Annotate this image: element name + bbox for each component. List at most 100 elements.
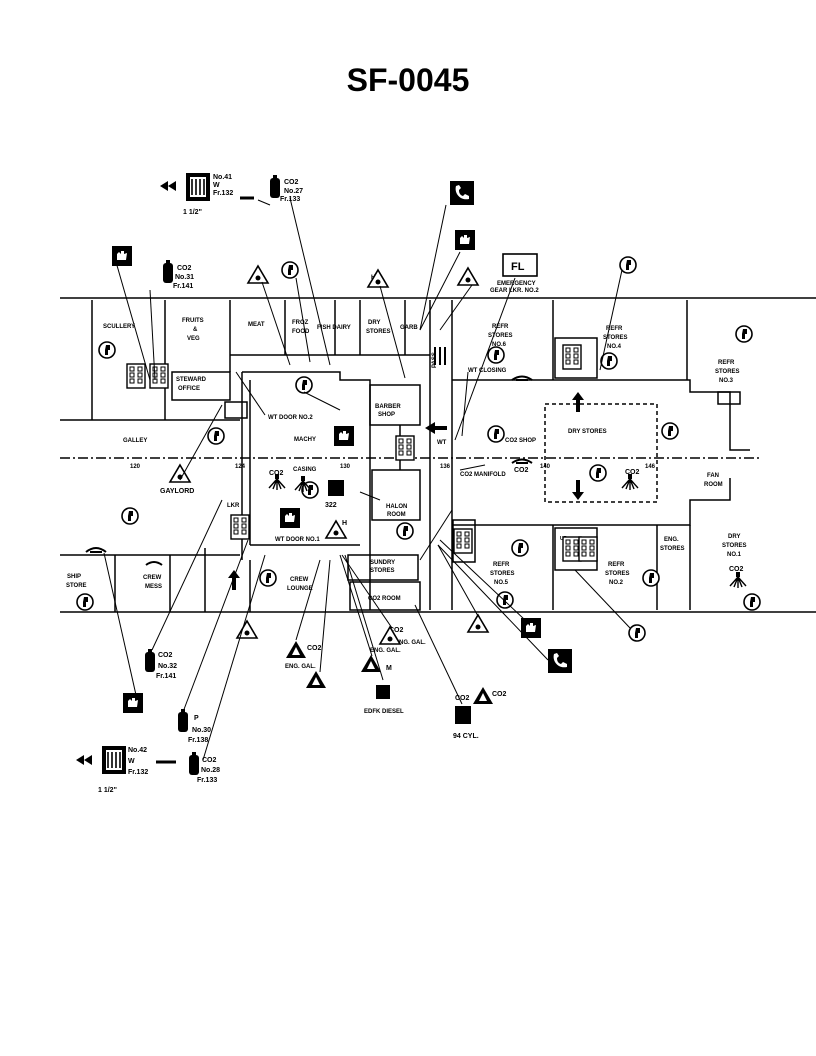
co2-label-f: CO2	[492, 691, 507, 698]
smoke-detector-icon	[496, 591, 514, 609]
fire-alarm-icon	[334, 426, 354, 446]
fire-alarm-icon	[112, 246, 132, 266]
nozzle-icon	[160, 181, 176, 191]
h-label-halon: H	[342, 520, 347, 527]
room-refr4-3: NO.4	[607, 344, 622, 350]
smoke-detector-icon	[589, 464, 607, 482]
phone-cradle-icon	[511, 458, 533, 464]
room-refr2-1: REFR	[608, 562, 625, 568]
smoke-detector-icon	[628, 624, 646, 642]
arrow-down-icon	[572, 480, 584, 500]
room-refr6-3: NO.6	[492, 342, 507, 348]
arrow-left-icon	[425, 422, 447, 434]
room-refr4-1: REFR	[606, 326, 623, 332]
room-fish-dairy: FISH DAIRY	[317, 325, 351, 331]
warning-triangle-icon	[467, 614, 489, 633]
sprinkler-icon	[729, 571, 747, 589]
svg-text:146: 146	[645, 464, 656, 470]
svg-text:Fr.141: Fr.141	[156, 673, 176, 680]
phone-icon	[450, 181, 474, 205]
svg-text:CO2: CO2	[177, 265, 192, 272]
co2-label-g: CO2	[455, 695, 470, 702]
smoke-detector-icon	[642, 569, 660, 587]
smoke-detector-icon	[661, 422, 679, 440]
smoke-detector-icon	[396, 522, 414, 540]
nozzle-icon	[76, 755, 92, 765]
room-dry-stores-mid: DRY STORES	[568, 429, 607, 435]
smoke-detector-icon	[207, 427, 225, 445]
svg-text:1 1/2": 1 1/2"	[183, 209, 202, 216]
wt-door-1: WT DOOR NO.1	[275, 537, 320, 543]
phone-cradle-icon	[85, 547, 107, 553]
svg-text:130: 130	[340, 464, 351, 470]
svg-text:120: 120	[130, 464, 141, 470]
co2-label-a: CO2	[269, 470, 284, 477]
m-label: M	[386, 665, 392, 672]
stairs-icon	[578, 536, 598, 562]
room-fruits-1: FRUITS	[182, 318, 204, 324]
room-crew-mess-2: MESS	[145, 584, 162, 590]
svg-text:1 1/2": 1 1/2"	[98, 787, 117, 794]
co2-triangle-icon	[306, 671, 326, 688]
room-fruits-3: VEG	[187, 336, 200, 342]
svg-text:P: P	[194, 715, 199, 722]
svg-text:Fr.132: Fr.132	[128, 769, 148, 776]
room-ship-store-2: STORE	[66, 583, 87, 589]
smoke-detector-icon	[511, 539, 529, 557]
svg-text:FL: FL	[511, 261, 525, 273]
smoke-detector-icon	[735, 325, 753, 343]
room-sundry-2: STORES	[370, 568, 395, 574]
room-refr5-1: REFR	[493, 562, 510, 568]
cyl-label: 94 CYL.	[453, 733, 479, 740]
co2-extinguisher-icon	[163, 260, 173, 283]
room-crew-lounge-2: LOUNGE	[287, 586, 313, 592]
svg-text:CO2: CO2	[158, 652, 173, 659]
stairs-icon	[562, 536, 582, 562]
room-fan-2: ROOM	[704, 482, 723, 488]
phone-icon	[548, 649, 572, 673]
co2-extinguisher-icon	[145, 649, 155, 672]
room-refr2-3: NO.2	[609, 580, 624, 586]
room-froz-2: FOOD	[292, 329, 310, 335]
pass-marks	[434, 347, 446, 365]
halon-box-icon	[328, 480, 344, 496]
room-garb: GARB	[400, 325, 418, 331]
co2-label-e: CO2	[307, 645, 322, 652]
page-title: SF-0045	[346, 62, 470, 98]
room-meat: MEAT	[248, 322, 265, 328]
eng-gal-1: ENG. GAL.	[285, 664, 316, 670]
co2-label-d: CO2	[514, 467, 529, 474]
svg-text:No.30: No.30	[192, 727, 211, 734]
stairs-icon	[149, 363, 169, 389]
room-dry1-1: DRY	[728, 534, 740, 540]
room-eng-stores-2: STORES	[660, 546, 685, 552]
room-galley: GALLEY	[123, 438, 147, 444]
deck-outline	[60, 297, 816, 613]
stairs-icon	[126, 363, 146, 389]
room-refr5-3: NO.5	[494, 580, 509, 586]
svg-text:136: 136	[440, 464, 451, 470]
top-co2-callout-2: CO2 No.31 Fr.141	[163, 260, 194, 290]
wt-closing: WT CLOSING	[468, 368, 507, 374]
smoke-detector-icon	[743, 593, 761, 611]
smoke-detector-icon	[98, 341, 116, 359]
room-fruits-2: &	[193, 327, 198, 333]
stairs-icon	[395, 435, 415, 461]
phone-cradle-icon	[145, 561, 163, 566]
stairs-icon	[562, 344, 582, 370]
svg-text:Fr.133: Fr.133	[197, 777, 217, 784]
room-steward-1: STEWARD	[176, 377, 207, 383]
bottom-p-callout: P No.30 Fr.138	[178, 709, 211, 744]
room-machy: MACHY	[294, 437, 316, 443]
gaylord-label: GAYLORD	[160, 488, 194, 495]
room-refr6-2: STORES	[488, 333, 513, 339]
room-barber-2: SHOP	[378, 412, 395, 418]
bottom-co2-callout: CO2 No.32 Fr.141	[145, 649, 177, 680]
stairs-icon	[230, 514, 250, 540]
wt-door-2: WT DOOR NO.2	[268, 415, 313, 421]
plan-icons: FL	[76, 181, 761, 724]
svg-text:No.27: No.27	[284, 188, 303, 195]
co2-triangle-icon	[286, 641, 306, 658]
fire-alarm-icon	[280, 508, 300, 528]
fire-alarm-icon	[123, 693, 143, 713]
